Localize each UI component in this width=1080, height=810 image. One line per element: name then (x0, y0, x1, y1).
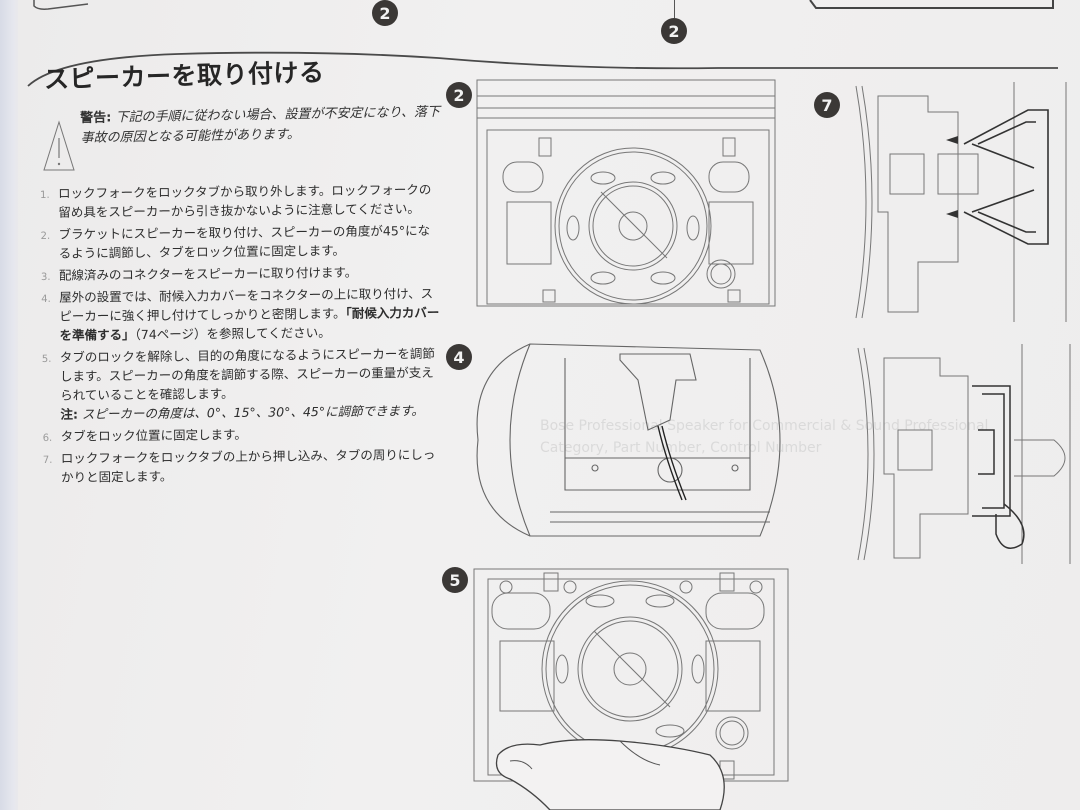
callout-badge-top-left: 2 (372, 0, 398, 26)
warning-body: 下記の手順に従わない場合、設置が不安定になり、落下事故の原因となる可能性がありま… (80, 104, 441, 146)
figure-weather-cover (476, 343, 781, 537)
step-item: 3. 配線済みのコネクターをスピーカーに取り付けます。 (41, 262, 441, 285)
leader-line (674, 0, 675, 18)
figure-lock-fork-side (855, 82, 1067, 322)
warning-text: 警告: 下記の手順に従わない場合、設置が不安定になり、落下事故の原因となる可能性… (80, 103, 441, 149)
step-number: 3. (40, 271, 51, 283)
bleed-through-line: Category, Part Number, Control Number (540, 440, 822, 456)
step-note: 注: スピーカーの角度は、0°、15°、30°、45°に調節できます。 (60, 401, 442, 424)
callout-badge-top-center: 2 (661, 18, 687, 44)
warning-label: 警告: (80, 110, 112, 126)
step-text: ロックフォークをロックタブの上から押し込み、タブの周りにしっかりと固定します。 (60, 446, 436, 485)
step-text: ブラケットにスピーカーを取り付け、スピーカーの角度が45°になるように調節し、タ… (58, 222, 431, 261)
step-number: 1. (40, 189, 50, 201)
step-number: 4. (41, 293, 51, 305)
callout-badge-fig-e: 5 (442, 567, 468, 593)
step-text: ロックフォークをロックタブから取り外します。ロックフォークの留め具をスピーカーか… (58, 181, 432, 220)
step-item: 2. ブラケットにスピーカーを取り付け、スピーカーの角度が45°になるように調節… (40, 221, 440, 263)
step-item: 4. 屋外の設置では、耐候入力カバーをコネクターの上に取り付け、スピーカーに強く… (41, 284, 442, 345)
step-number: 2. (40, 230, 51, 242)
section-divider (27, 51, 1058, 87)
step-text: タブのロックを解除し、目的の角度になるようにスピーカーを調節します。スピーカーの… (59, 345, 435, 403)
step-item: 5. タブのロックを解除し、目的の角度になるようにスピーカーを調節します。スピー… (42, 344, 443, 424)
step-number: 6. (42, 432, 53, 444)
step-item: 7. ロックフォークをロックタブの上から押し込み、タブの周りにしっかりと固定しま… (43, 445, 443, 487)
warning-triangle-icon (43, 120, 75, 171)
step-text: 配線済みのコネクターをスピーカーに取り付けます。 (58, 264, 358, 283)
step-text: （74ページ）を参照してください。 (134, 324, 331, 343)
callout-badge-fig-b: 7 (814, 92, 840, 118)
step-item: 6. タブをロック位置に固定します。 (43, 423, 443, 446)
figure-speaker-hand-press (473, 568, 789, 810)
bleed-through-line: Bose Professional Speaker for Commercial… (540, 418, 989, 434)
top-left-fragment (33, 0, 89, 10)
step-number: 5. (41, 353, 52, 365)
note-label: 注: (60, 406, 78, 422)
section-title: スピーカーを取り付ける (43, 57, 325, 94)
step-list: 1. ロックフォークをロックタブから取り外します。ロックフォークの留め具をスピー… (40, 180, 443, 490)
step-text: タブをロック位置に固定します。 (60, 426, 247, 444)
callout-badge-fig-c: 4 (446, 344, 472, 370)
note-text: スピーカーの角度は、0°、15°、30°、45°に調節できます。 (81, 402, 424, 422)
manual-page: Bose Professional Speaker for Commercial… (18, 0, 1080, 810)
top-right-fragment (809, 0, 1054, 9)
page-spine (0, 0, 22, 810)
callout-badge-fig-a: 2 (446, 82, 472, 108)
step-number: 7. (42, 454, 53, 466)
figure-speaker-bracket-front (476, 79, 776, 307)
step-item: 1. ロックフォークをロックタブから取り外します。ロックフォークの留め具をスピー… (40, 180, 440, 222)
figure-cover-side (857, 344, 1071, 564)
